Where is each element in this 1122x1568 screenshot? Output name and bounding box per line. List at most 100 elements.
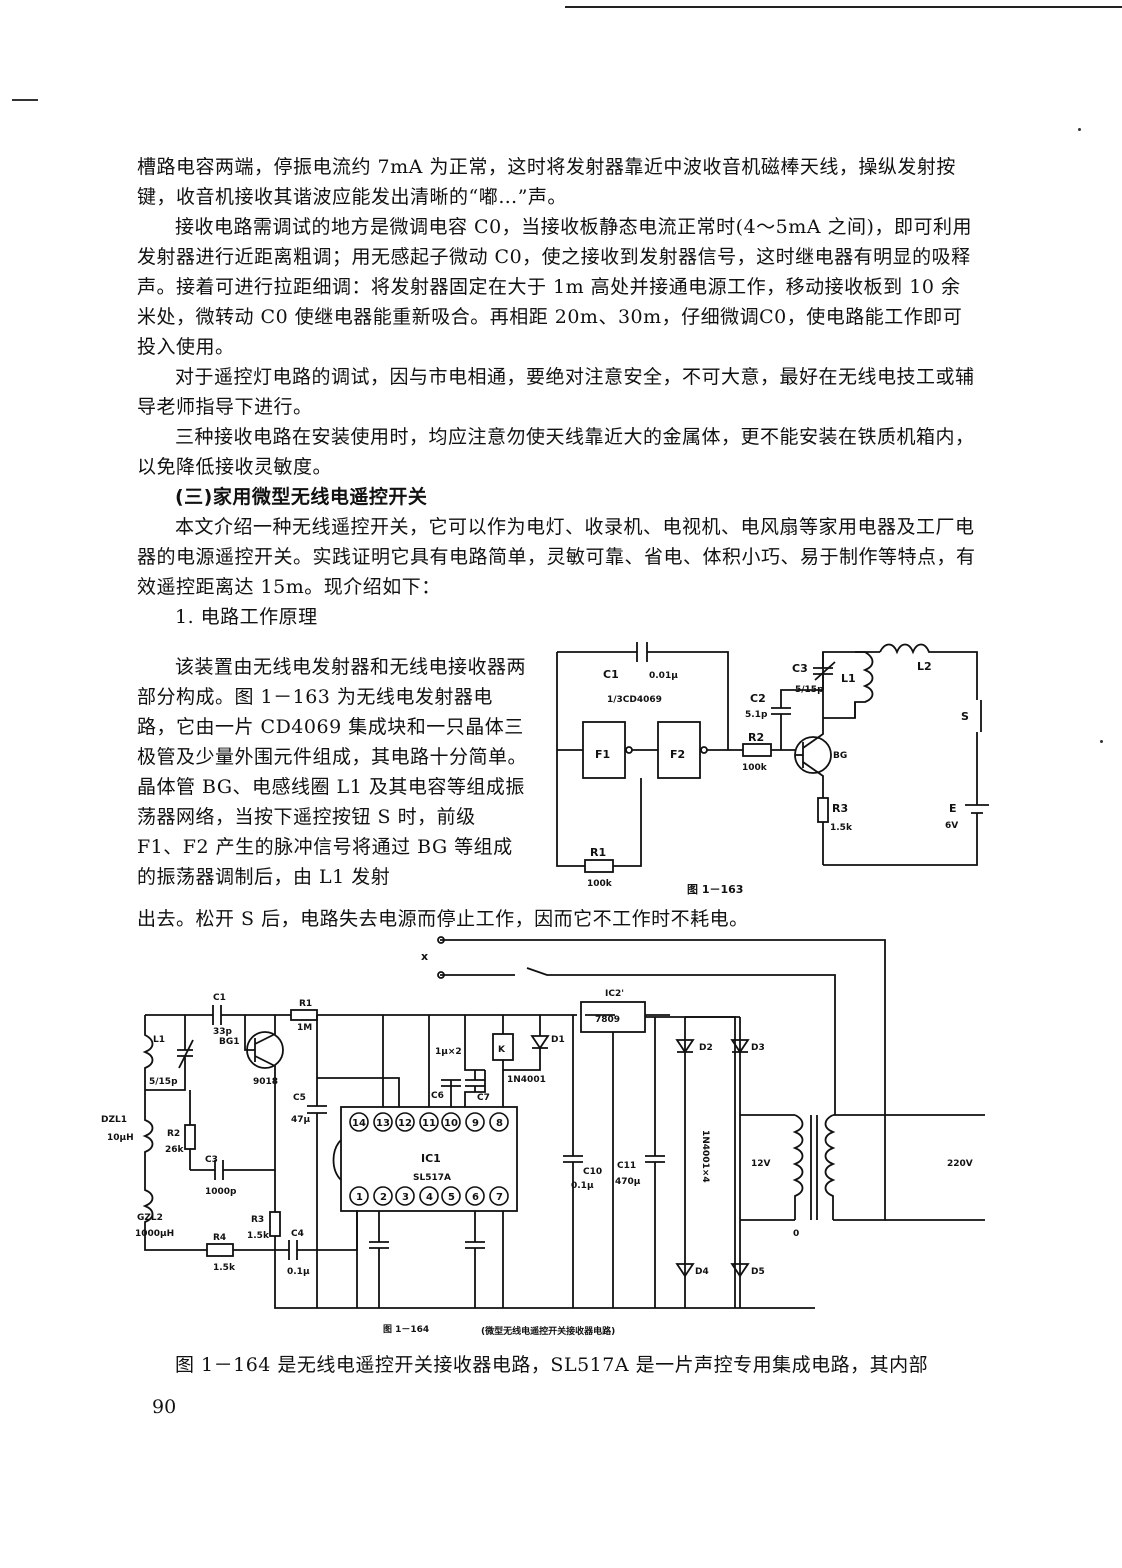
c5-label: C5 [293, 1093, 306, 1103]
paragraph: 槽路电容两端，停振电流约 7mA 为正常，这时将发射器靠近中波收音机磁棒天线，操… [137, 156, 956, 208]
l1-label: L1 [841, 672, 856, 685]
pin-label: 12 [398, 1118, 412, 1129]
top-rule [565, 6, 1122, 8]
paragraph: 出去。松开 S 后，电路失去电源而停止工作，因而它不工作时不耗电。 [137, 908, 749, 930]
r4-label: R4 [213, 1233, 226, 1243]
figure-caption: 图 1－163 [687, 883, 743, 896]
speck [1100, 740, 1103, 743]
pin-label: 3 [402, 1192, 409, 1203]
gzl2-label: GZL2 [137, 1213, 163, 1223]
d2-label: D2 [699, 1043, 713, 1053]
page-number: 90 [152, 1396, 177, 1418]
pin-label: 10 [444, 1118, 458, 1129]
pin-label: 1 [356, 1192, 363, 1203]
e-value: 6V [945, 821, 958, 831]
c4-label: C4 [291, 1229, 304, 1239]
pin-label: 8 [496, 1118, 503, 1129]
d1-label: D1 [551, 1035, 565, 1045]
ic1-label: IC1 [421, 1152, 441, 1165]
d1-value: 1N4001 [507, 1075, 546, 1085]
r1-label: R1 [299, 999, 312, 1009]
paragraph: 对于遥控灯电路的调试，因与市电相通，要绝对注意安全，不可大意，最好在无线电技工或… [137, 366, 975, 418]
body-text-bottom: 图 1－164 是无线电遥控开关接收器电路，SL517A 是一片声控专用集成电路… [137, 1350, 979, 1380]
d4-label: D4 [695, 1267, 709, 1277]
pin-label: 2 [380, 1192, 387, 1203]
relay-label: K [498, 1045, 506, 1055]
r3-value: 1.5k [830, 823, 853, 833]
body-text-top: 槽路电容两端，停振电流约 7mA 为正常，这时将发射器靠近中波收音机磁棒天线，操… [137, 152, 979, 632]
section-heading: (三)家用微型无线电遥控开关 [175, 486, 428, 508]
pin-label: 5 [448, 1192, 455, 1203]
figure-1-164-receiver-circuit: 14 13 12 11 10 9 8 1 2 3 4 5 6 7 x C1 33… [101, 936, 985, 1337]
c2-label: C2 [750, 692, 766, 705]
dzl1-label: DZL1 [101, 1115, 127, 1125]
dzl1-value: 10μH [107, 1133, 134, 1143]
paragraph: 接收电路需调试的地方是微调电容 C0，当接收板静态电流正常时(4～5mA 之间)… [137, 216, 972, 358]
antenna-label: x [421, 950, 428, 963]
l2-label: L2 [917, 660, 932, 673]
side-text-end: 出去。松开 S 后，电路失去电源而停止工作，因而它不工作时不耗电。 [137, 904, 979, 934]
d5-label: D5 [751, 1267, 765, 1277]
gzl2-value: 1000μH [135, 1229, 174, 1239]
c6-label: C6 [431, 1091, 444, 1101]
bg-label: BG [833, 751, 847, 761]
f2-label: F2 [670, 748, 685, 761]
r1-value: 100k [587, 879, 613, 889]
r4-value: 1.5k [213, 1263, 236, 1273]
pin-label: 14 [352, 1118, 366, 1129]
ic-label: 1/3CD4069 [607, 695, 662, 705]
c1-label: C1 [603, 668, 619, 681]
c5-value: 47μ [291, 1115, 311, 1125]
r1-value: 1M [297, 1023, 312, 1033]
c10-value: 0.1μ [571, 1181, 594, 1191]
bg1-value: 9018 [253, 1077, 278, 1087]
l1-value: 5/15p [149, 1077, 178, 1087]
r2-value: 100k [742, 763, 768, 773]
l1-label: L1 [153, 1035, 165, 1045]
speck [1078, 128, 1081, 131]
r2-value: 26k [165, 1145, 185, 1155]
pin-label: 4 [426, 1192, 433, 1203]
paragraph: 该装置由无线电发射器和无线电接收器两部分构成。图 1－163 为无线电发射器电路… [137, 656, 528, 888]
margin-mark [12, 99, 38, 101]
r1-label: R1 [590, 846, 606, 859]
pin-label: 7 [496, 1192, 503, 1203]
pin-label: 9 [472, 1118, 479, 1129]
side-text: 该装置由无线电发射器和无线电接收器两部分构成。图 1－163 为无线电发射器电路… [137, 652, 527, 892]
bg1-label: BG1 [219, 1037, 240, 1047]
c11-value: 470μ [615, 1177, 641, 1187]
bridge-label: 1N4001×4 [700, 1130, 710, 1183]
paragraph: 图 1－164 是无线电遥控开关接收器电路，SL517A 是一片声控专用集成电路… [175, 1354, 929, 1376]
d3-label: D3 [751, 1043, 765, 1053]
pin-label: 13 [376, 1118, 390, 1129]
c1-value: 0.01μ [649, 671, 678, 681]
pin-label: 6 [472, 1192, 479, 1203]
paragraph: 三种接收电路在安装使用时，均应注意勿使天线靠近大的金属体，更不能安装在铁质机箱内… [137, 426, 975, 478]
c67-value: 1μ×2 [435, 1047, 462, 1057]
c11-label: C11 [617, 1161, 636, 1171]
r3-label: R3 [251, 1215, 264, 1225]
c1-label: C1 [213, 993, 226, 1003]
zero-label: 0 [793, 1229, 799, 1239]
e-label: E [949, 802, 957, 815]
r3-label: R3 [832, 802, 848, 815]
ic1-part: SL517A [413, 1173, 451, 1183]
subheading: 1. 电路工作原理 [175, 606, 318, 628]
c3-value: 5/15p [795, 685, 824, 695]
ic2-part: 7809 [595, 1015, 620, 1025]
r2-label: R2 [167, 1129, 180, 1139]
c4-value: 0.1μ [287, 1267, 310, 1277]
pin-label: 11 [422, 1118, 436, 1129]
figure-1-163-transmitter-circuit: C1 0.01μ 1/3CD4069 F1 F2 R1 100k R2 100k… [556, 642, 989, 896]
secondary-voltage: 12V [751, 1159, 771, 1169]
ic2-label: IC2' [605, 989, 624, 999]
paragraph: 本文介绍一种无线遥控开关，它可以作为电灯、收录机、电视机、电风扇等家用电器及工厂… [137, 516, 976, 598]
c3-label: C3 [792, 662, 808, 675]
c2-value: 5.1p [745, 710, 768, 720]
f1-label: F1 [595, 748, 610, 761]
c10-label: C10 [583, 1167, 602, 1177]
c1-value: 33p [213, 1027, 233, 1037]
c7-label: C7 [477, 1093, 490, 1103]
r3-value: 1.5k [247, 1231, 270, 1241]
c3-value: 1000p [205, 1187, 237, 1197]
